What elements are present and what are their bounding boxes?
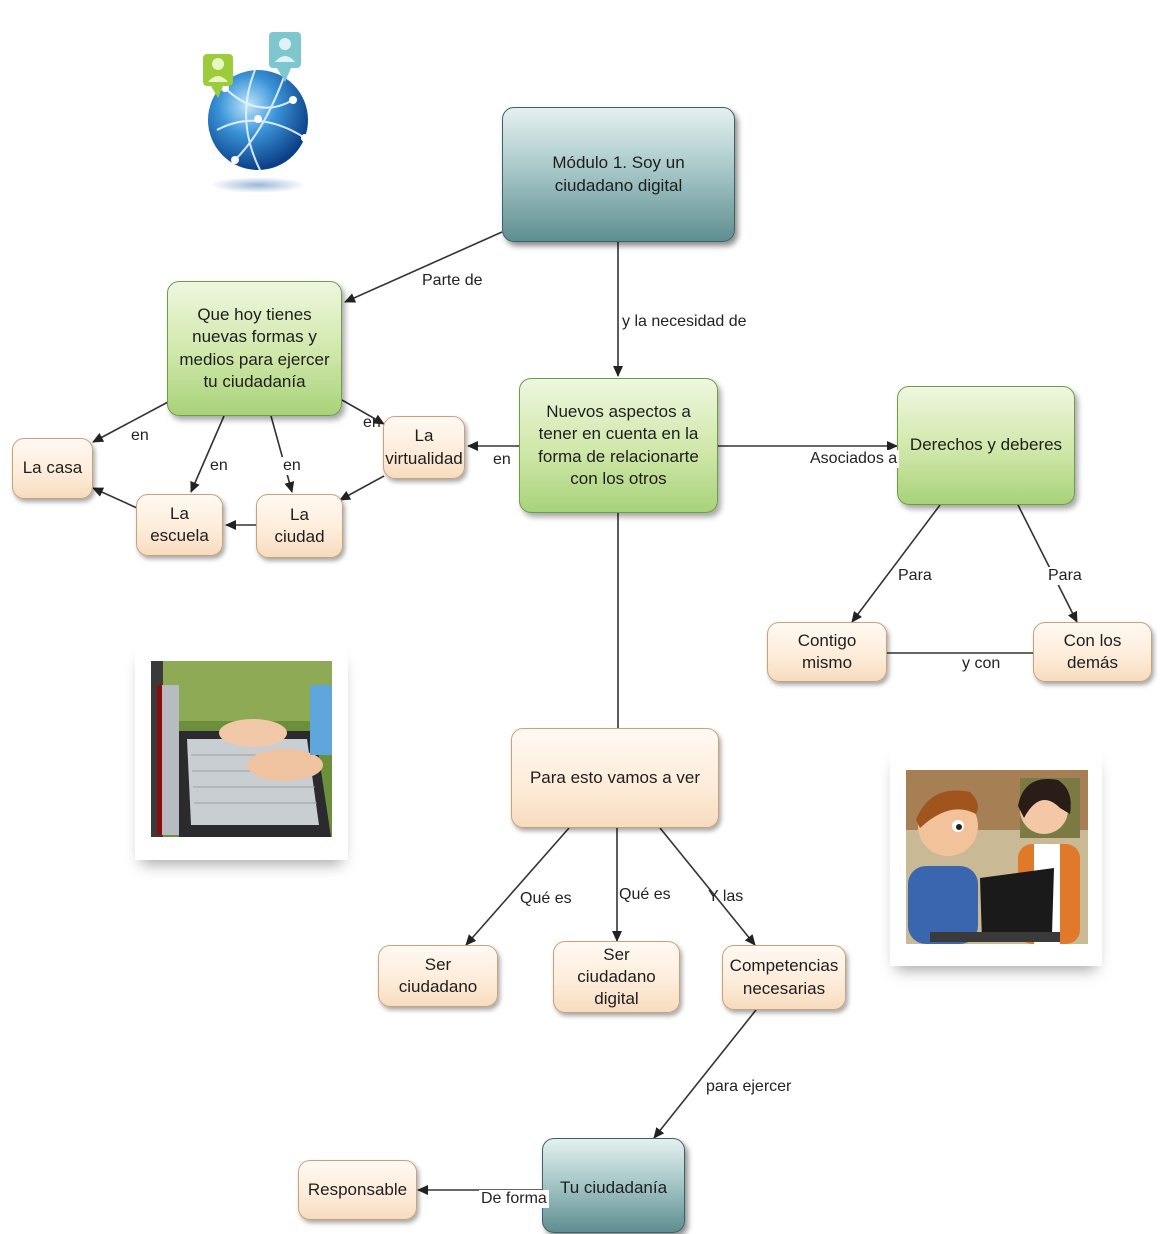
node-que-hoy: Que hoy tienes nuevas formas y medios pa… xyxy=(167,281,342,416)
cartoon-kids-computer xyxy=(890,748,1102,966)
edge-parte-de xyxy=(344,231,503,303)
node-ser-ciudadano: Ser ciudadano xyxy=(378,945,498,1007)
label-en-nuevos: en xyxy=(491,451,513,469)
edge-en-ciudad xyxy=(270,415,295,493)
label-que-es-1: Qué es xyxy=(518,890,574,908)
label-asociados: Asociados a xyxy=(808,450,900,468)
node-para-esto: Para esto vamos a ver xyxy=(511,728,719,828)
edge-y-las xyxy=(659,827,756,946)
label-que-es-2: Qué es xyxy=(619,886,671,903)
edge-en-casa xyxy=(92,401,169,443)
node-con-los-demas: Con los demás xyxy=(1033,622,1152,682)
label-para-1: Para xyxy=(896,567,934,585)
edge-en-virtualidad xyxy=(341,399,385,425)
node-ser-ciudadano-digital: Ser ciudadano digital xyxy=(553,941,680,1013)
edge-escuela-casa xyxy=(92,487,138,509)
label-y-las: Y las xyxy=(708,888,744,905)
laptop-photo-frame xyxy=(135,645,348,860)
edge-para-1 xyxy=(851,504,941,623)
node-derechos-deberes: Derechos y deberes xyxy=(897,386,1075,505)
label-en-casa: en xyxy=(129,427,151,445)
label-en-virtualidad: en xyxy=(363,414,381,431)
edge-que-es-1 xyxy=(465,827,570,946)
edge-para-2 xyxy=(1017,504,1078,623)
globe-network-icon xyxy=(165,10,350,250)
node-responsable: Responsable xyxy=(298,1160,417,1220)
edge-para-ejercer xyxy=(653,1009,757,1139)
node-contigo-mismo: Contigo mismo xyxy=(767,622,887,682)
label-para-ejercer: para ejercer xyxy=(704,1078,794,1096)
label-necesidad: y la necesidad de xyxy=(620,313,749,331)
cartoon-photo-frame xyxy=(890,748,1102,966)
label-parte-de: Parte de xyxy=(420,272,485,290)
label-en-ciudad: en xyxy=(281,457,303,475)
node-nuevos-aspectos: Nuevos aspectos a tener en cuenta en la … xyxy=(519,378,718,513)
label-de-forma: De forma xyxy=(479,1190,549,1208)
node-la-ciudad: La ciudad xyxy=(256,494,343,558)
label-y-con: y con xyxy=(960,655,1003,673)
globe-photo-frame xyxy=(165,10,350,250)
node-la-virtualidad: La virtualidad xyxy=(383,416,465,479)
node-tu-ciudadania: Tu ciudadanía xyxy=(542,1138,685,1233)
edge-en-escuela xyxy=(190,415,225,493)
edge-virtualidad-ciudad xyxy=(339,475,385,501)
label-para-2: Para xyxy=(1046,567,1084,585)
node-la-casa: La casa xyxy=(12,438,93,499)
node-competencias: Competencias necesarias xyxy=(722,945,846,1010)
laptop-typing-photo xyxy=(135,645,348,860)
node-modulo: Módulo 1. Soy un ciudadano digital xyxy=(502,107,735,242)
node-la-escuela: La escuela xyxy=(136,494,223,556)
label-en-escuela: en xyxy=(208,457,230,475)
